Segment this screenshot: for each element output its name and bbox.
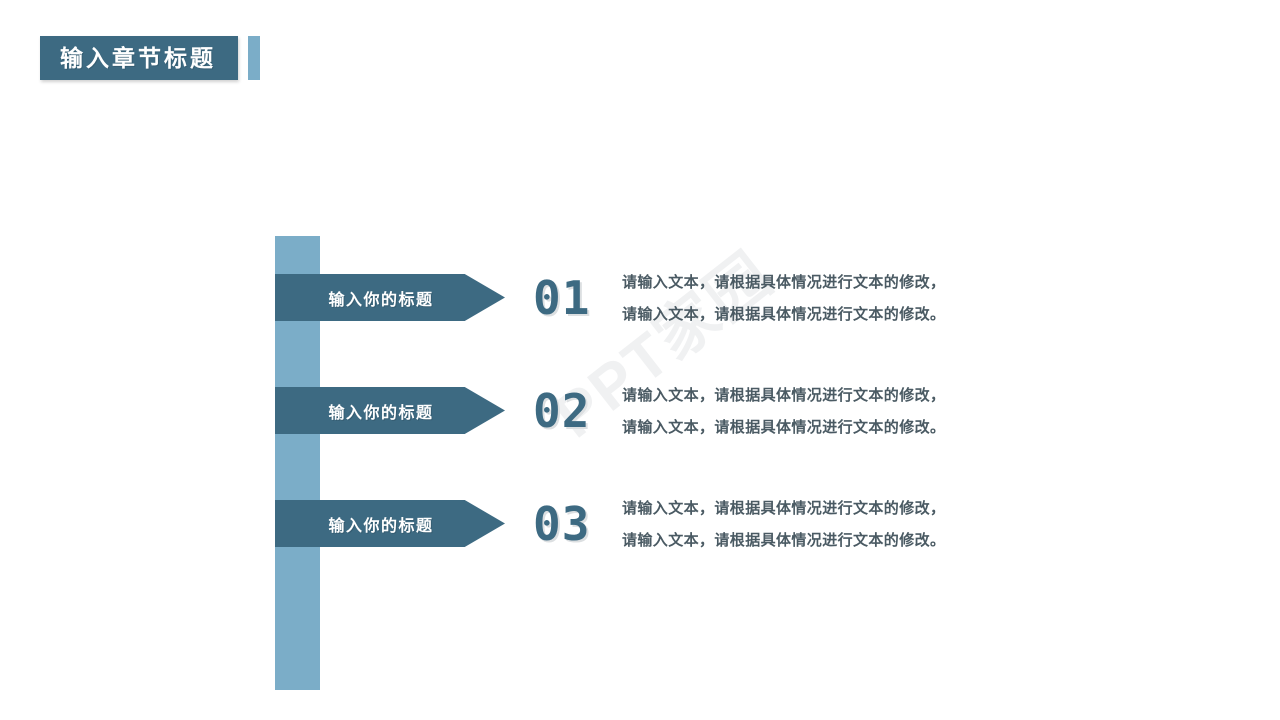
row-body-text: 请输入文本，请根据具体情况进行文本的修改， 请输入文本，请根据具体情况进行文本的… xyxy=(622,493,1042,557)
content-row: 输入你的标题 02 请输入文本，请根据具体情况进行文本的修改， 请输入文本，请根… xyxy=(0,368,1280,463)
arrow-banner-label: 输入你的标题 xyxy=(328,291,434,309)
row-index-number: 02 xyxy=(533,384,591,438)
content-row: 输入你的标题 01 请输入文本，请根据具体情况进行文本的修改， 请输入文本，请根… xyxy=(0,255,1280,350)
section-title-plate: 输入章节标题 xyxy=(40,36,238,80)
body-text-line: 请输入文本，请根据具体情况进行文本的修改。 xyxy=(622,306,946,323)
arrow-banner-label: 输入你的标题 xyxy=(328,404,434,422)
arrow-banner[interactable]: 输入你的标题 xyxy=(275,274,505,321)
row-index-number: 01 xyxy=(533,271,591,325)
body-text-line: 请输入文本，请根据具体情况进行文本的修改， xyxy=(622,500,946,517)
body-text-line: 请输入文本，请根据具体情况进行文本的修改， xyxy=(622,274,946,291)
body-text-line: 请输入文本，请根据具体情况进行文本的修改， xyxy=(622,387,946,404)
row-index-number: 03 xyxy=(533,497,591,551)
section-title-header: 输入章节标题 xyxy=(40,36,260,80)
arrow-banner[interactable]: 输入你的标题 xyxy=(275,500,505,547)
content-row: 输入你的标题 03 请输入文本，请根据具体情况进行文本的修改， 请输入文本，请根… xyxy=(0,481,1280,576)
row-body-text: 请输入文本，请根据具体情况进行文本的修改， 请输入文本，请根据具体情况进行文本的… xyxy=(622,380,1042,444)
body-text-line: 请输入文本，请根据具体情况进行文本的修改。 xyxy=(622,419,946,436)
arrow-banner[interactable]: 输入你的标题 xyxy=(275,387,505,434)
header-accent-bar xyxy=(248,36,260,80)
body-text-line: 请输入文本，请根据具体情况进行文本的修改。 xyxy=(622,532,946,549)
row-body-text: 请输入文本，请根据具体情况进行文本的修改， 请输入文本，请根据具体情况进行文本的… xyxy=(622,267,1042,331)
page-title: 输入章节标题 xyxy=(60,44,216,71)
arrow-banner-label: 输入你的标题 xyxy=(328,517,434,535)
